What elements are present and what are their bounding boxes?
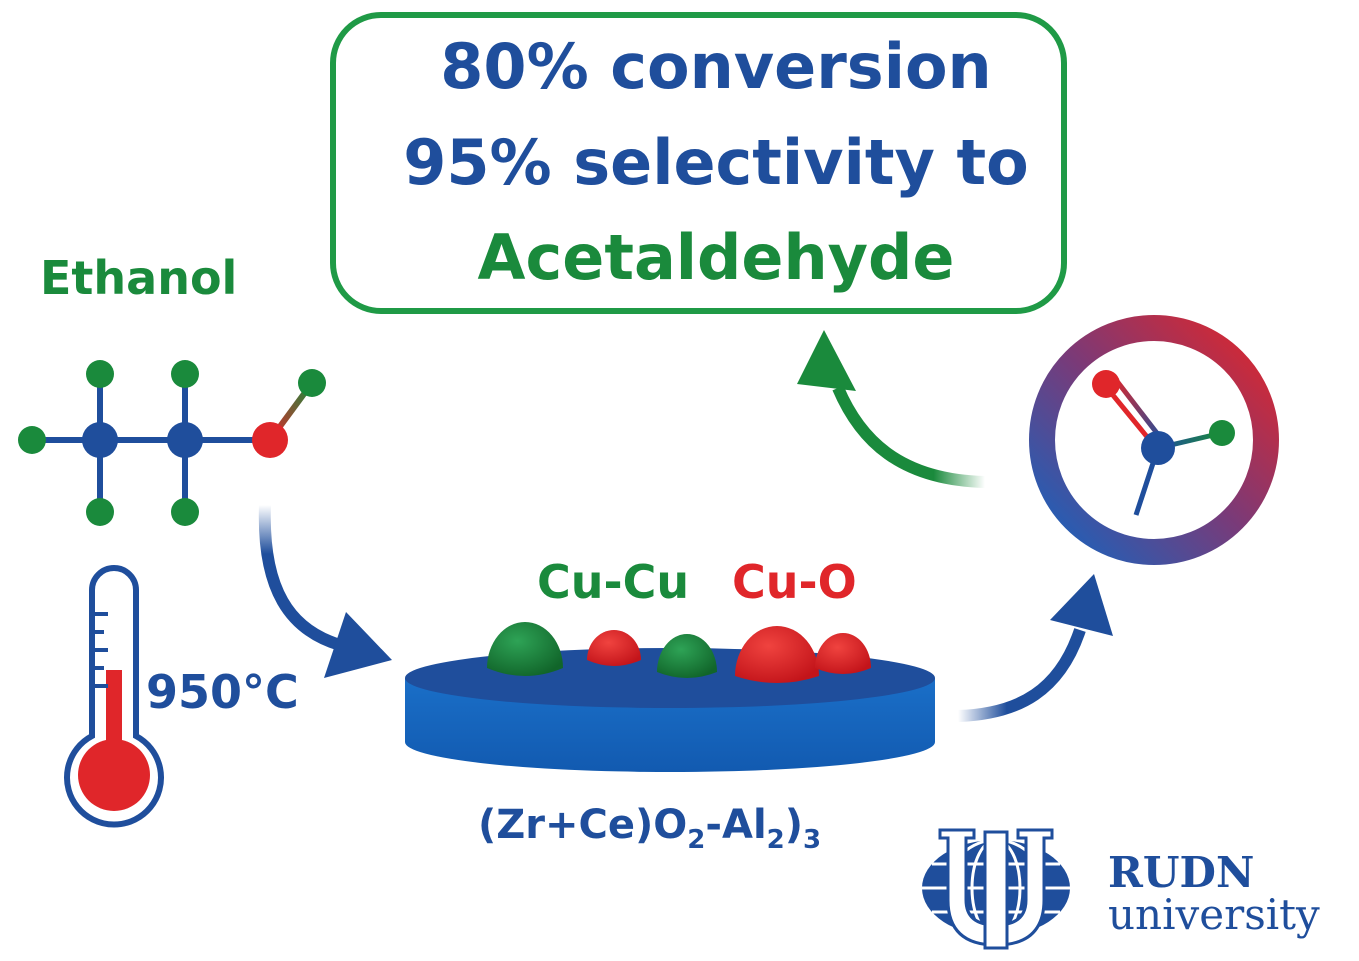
arrow-head xyxy=(1050,574,1113,636)
hydrogen-atom xyxy=(171,360,199,388)
carbon-atom xyxy=(82,422,118,458)
cu-cu-particle xyxy=(487,622,563,676)
c-o-double-bond xyxy=(1111,374,1165,443)
thermometer-icon xyxy=(64,565,164,828)
hydrogen-atom xyxy=(1209,420,1235,446)
cu-o-particle xyxy=(815,633,871,674)
oxygen-atom xyxy=(1092,370,1120,398)
arrow-head xyxy=(797,330,856,391)
globe-icon xyxy=(922,828,1070,950)
arrow-to-product-ring xyxy=(957,574,1113,722)
arrow-shaft xyxy=(957,628,1086,722)
hydrogen-atom xyxy=(18,426,46,454)
cu-o-particle xyxy=(735,626,819,683)
nanoparticles xyxy=(487,622,871,683)
thermometer-column xyxy=(106,670,122,760)
logo-subtitle: university xyxy=(1108,890,1320,939)
carbon-atom xyxy=(1141,431,1175,465)
support-formula: (Zr+Ce)O2-Al2)3 xyxy=(478,802,821,855)
arrow-shaft xyxy=(258,504,342,651)
result-box-border xyxy=(330,12,1067,314)
cu-o-particle xyxy=(587,630,641,666)
ethanol-label: Ethanol xyxy=(40,251,237,305)
hydrogen-atom xyxy=(86,360,114,388)
hydrogen-atom xyxy=(171,498,199,526)
product-name-text: Acetaldehyde xyxy=(478,221,955,294)
result-box: 80% conversion 95% selectivity to Acetal… xyxy=(330,12,1067,314)
cu-o-label: Cu-O xyxy=(732,555,857,609)
arrow-to-result xyxy=(797,330,986,488)
conversion-text: 80% conversion xyxy=(440,30,991,103)
hydrogen-atom xyxy=(86,498,114,526)
rudn-logo: RUDN university xyxy=(922,828,1320,950)
temperature-label: 950°C xyxy=(146,665,299,719)
hydrogen-atom xyxy=(298,369,326,397)
carbon-atom xyxy=(167,422,203,458)
arrow-to-catalyst xyxy=(258,504,392,678)
thermometer-bulb xyxy=(78,739,150,811)
arrow-head xyxy=(324,612,392,678)
oxygen-atom xyxy=(252,422,288,458)
cu-cu-label: Cu-Cu xyxy=(537,555,689,609)
selectivity-text: 95% selectivity to xyxy=(403,126,1028,199)
logo-name: RUDN xyxy=(1108,848,1254,897)
ethanol-molecule xyxy=(18,360,326,526)
cu-cu-particle xyxy=(657,634,717,678)
acetaldehyde-ring xyxy=(1029,315,1279,565)
arrow-shaft xyxy=(832,385,986,488)
